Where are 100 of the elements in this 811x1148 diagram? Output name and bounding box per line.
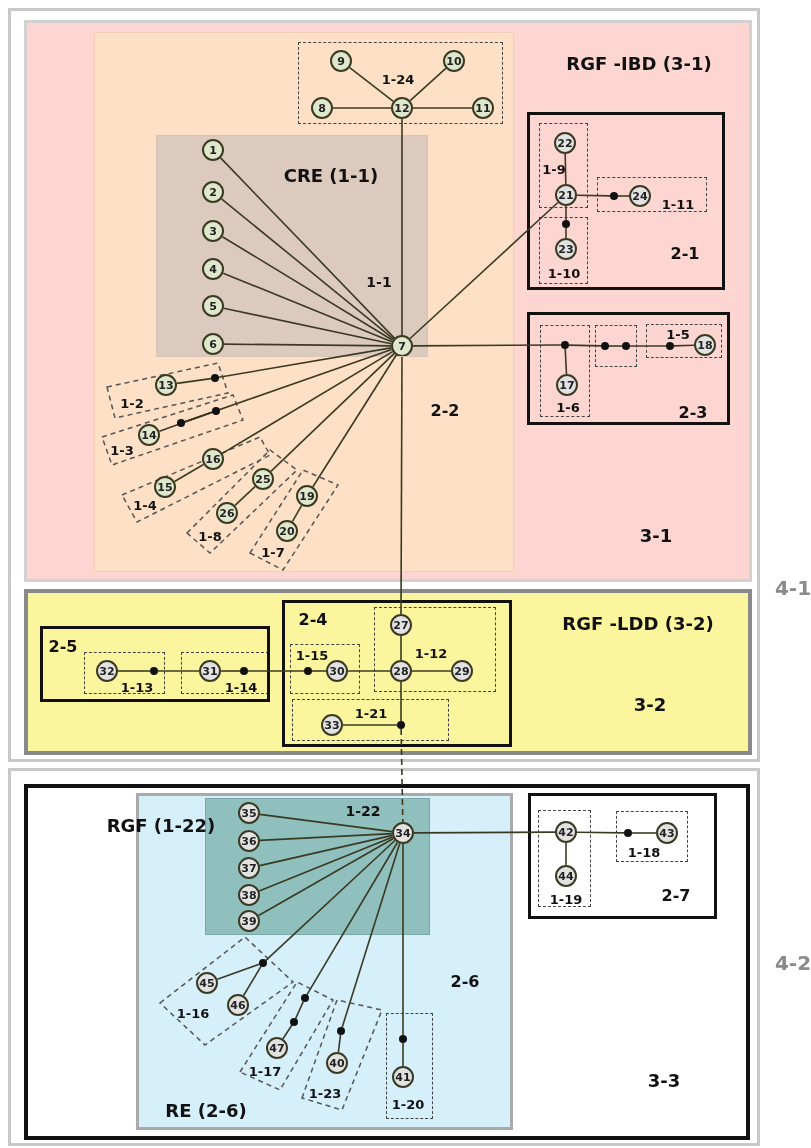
dashed-group-box [538,810,591,907]
dashed-group-box [646,324,722,358]
connector-line [222,272,393,343]
dashed-group-box [597,177,707,212]
junction-dot [562,220,570,228]
node-circle: 37 [238,857,260,879]
node-circle: 42 [555,821,577,843]
junction-dot [212,407,220,415]
node-circle: 16 [202,448,224,470]
connector-line [306,841,399,996]
connector-line [412,107,473,109]
dashed-group-box [539,123,588,208]
region-frame [282,600,512,747]
node-circle: 12 [391,97,413,119]
junction-dot [259,959,267,967]
connector-line [412,344,562,347]
group-label: 3-1 [639,527,673,545]
node-circle: 13 [155,374,177,396]
node-circle: 17 [556,374,578,396]
dashed-group-box [181,652,267,694]
group-label: 1-24 [381,72,415,86]
connector-line [158,411,213,433]
region-panel [156,135,428,357]
group-label: CRE (1-1) [283,167,379,185]
group-label: 1-18 [627,845,661,859]
node-circle: 21 [555,184,577,206]
connector-line [565,842,567,866]
connector-line [576,831,625,834]
node-circle: 26 [216,502,238,524]
node-circle: 27 [390,614,412,636]
node-circle: 7 [391,335,413,356]
group-label: RGF -LDD (3-2) [562,615,714,633]
group-label: 2-1 [670,246,700,262]
node-circle: 23 [555,238,577,260]
junction-dot [240,667,248,675]
connector-line [173,463,205,483]
junction-dot [301,994,309,1002]
junction-dot [622,342,630,350]
group-label: 2-6 [450,974,480,990]
group-label: 1-5 [666,327,690,341]
connector-line [608,345,623,347]
region-frame [40,626,270,702]
connector-line [258,834,394,867]
dashed-group-box [298,42,503,124]
connector-line [294,1000,305,1020]
group-label: 1-4 [133,498,157,512]
connector-line [568,344,602,347]
node-circle: 22 [554,132,576,154]
junction-dot [561,341,569,349]
connector-line [564,348,568,375]
connector-line [413,831,556,834]
node-circle: 8 [311,97,333,119]
connector-line [270,352,395,473]
dashed-group-box [374,607,496,692]
group-label: 1-9 [542,162,566,176]
group-label: 1-20 [391,1097,425,1111]
node-circle: 45 [196,972,218,994]
connector-line [259,832,393,842]
connector-line [576,194,611,197]
node-circle: 36 [238,830,260,852]
connector-line [400,728,404,823]
node-circle: 43 [656,822,678,844]
connector-line [337,1034,342,1053]
node-circle: 11 [472,97,494,119]
junction-dot [290,1018,298,1026]
group-label: 3-3 [647,1072,681,1090]
group-label: 1-19 [549,892,583,906]
node-circle: 40 [326,1052,348,1074]
node-circle: 4 [202,258,224,280]
node-circle: 10 [443,50,465,72]
group-label: 1-7 [261,545,285,559]
group-label: 1-1 [366,275,392,289]
group-label: 4-1 [774,578,811,598]
group-label: 1-11 [661,197,695,211]
node-circle: 44 [555,865,577,887]
node-circle: 19 [296,485,318,507]
connector-line [176,377,212,385]
junction-dot [399,1035,407,1043]
connector-line [311,670,327,672]
connector-line [348,66,395,103]
connector-line [347,670,391,672]
connector-line [409,201,559,340]
connector-line [221,235,394,342]
group-label: 1-17 [248,1064,282,1078]
node-circle: 47 [266,1037,288,1059]
junction-dot [177,419,185,427]
group-label: RGF (1-22) [106,817,216,835]
node-circle: 38 [238,884,260,906]
group-label: 1-10 [547,266,581,280]
dashed-group-box [540,325,590,417]
group-label: 1-23 [308,1086,342,1100]
node-circle: 28 [390,660,412,682]
node-circle: 30 [326,660,348,682]
node-circle: 2 [202,181,224,203]
junction-dot [601,342,609,350]
group-label: 1-14 [224,680,258,694]
connector-line [157,670,200,672]
connector-line [312,354,397,488]
node-circle: 5 [202,295,224,317]
connector-line [291,504,303,523]
